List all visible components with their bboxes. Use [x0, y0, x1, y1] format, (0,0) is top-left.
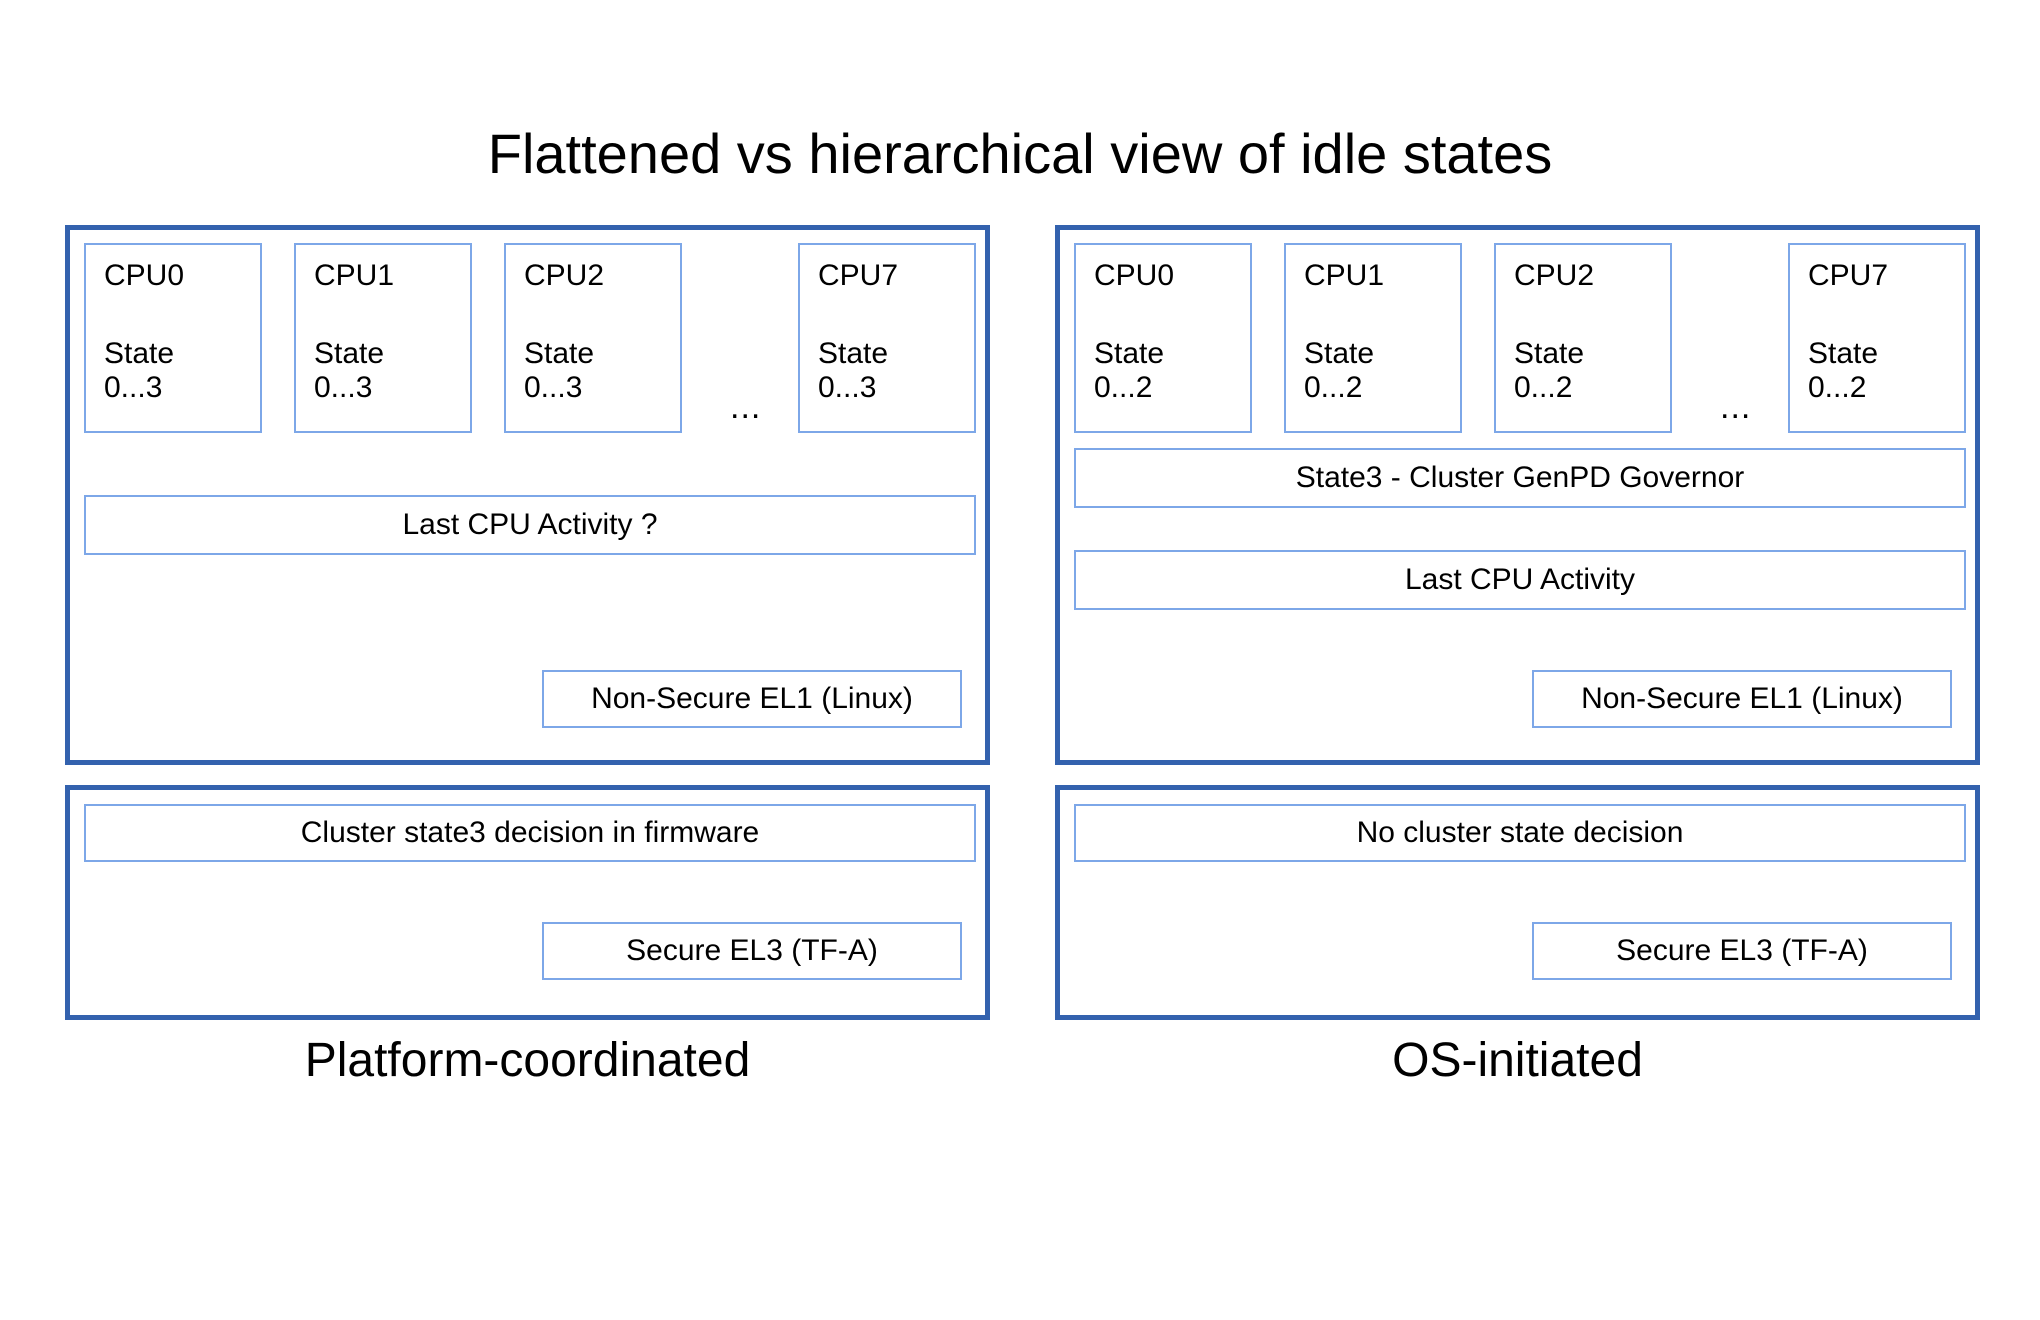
right-cluster-genpd-governor-box: State3 - Cluster GenPD Governor — [1074, 448, 1966, 508]
cpu-state-range: 0...2 — [1304, 371, 1363, 404]
cpu-state-block: State 0...2 — [1304, 337, 1460, 405]
caption-platform-coordinated: Platform-coordinated — [304, 1034, 751, 1087]
right-cpu-box-7: CPU7 State 0...2 — [1788, 243, 1966, 433]
cpu-label: CPU1 — [314, 259, 395, 292]
right-os-panel: CPU0 State 0...2 CPU1 State 0...2 CPU2 S… — [1055, 225, 1980, 765]
cpu-state-range: 0...2 — [1514, 371, 1573, 404]
right-last-cpu-activity-box: Last CPU Activity — [1074, 550, 1966, 610]
cpu-label: CPU7 — [818, 259, 899, 292]
right-firmware-panel: No cluster state decision Secure EL3 (TF… — [1055, 785, 1980, 1020]
cpu-label: CPU2 — [524, 259, 605, 292]
left-exception-level-el1-box: Non-Secure EL1 (Linux) — [542, 670, 962, 728]
cpu-state-block: State 0...3 — [104, 337, 260, 405]
cpu-state-label: State — [1094, 337, 1165, 370]
cpu-label: CPU2 — [1514, 259, 1595, 292]
cpu-state-label: State — [524, 337, 595, 370]
cpu-state-label: State — [104, 337, 175, 370]
right-cpu-box-0: CPU0 State 0...2 — [1074, 243, 1252, 433]
right-cpu-box-2: CPU2 State 0...2 — [1494, 243, 1672, 433]
cpu-state-label: State — [1808, 337, 1879, 370]
left-cpu-ellipsis: ... — [730, 388, 762, 426]
right-exception-level-el3-box: Secure EL3 (TF-A) — [1532, 922, 1952, 980]
cpu-state-range: 0...2 — [1808, 371, 1867, 404]
cpu-state-range: 0...3 — [314, 371, 373, 404]
left-cluster-decision-box: Cluster state3 decision in firmware — [84, 804, 976, 862]
cpu-state-label: State — [314, 337, 385, 370]
left-cpu-box-1: CPU1 State 0...3 — [294, 243, 472, 433]
cpu-state-block: State 0...2 — [1808, 337, 1964, 405]
cpu-label: CPU1 — [1304, 259, 1385, 292]
cpu-state-block: State 0...3 — [524, 337, 680, 405]
left-last-cpu-activity-box: Last CPU Activity ? — [84, 495, 976, 555]
cpu-label: CPU0 — [1094, 259, 1175, 292]
cpu-state-block: State 0...3 — [818, 337, 974, 405]
cpu-label: CPU7 — [1808, 259, 1889, 292]
left-cpu-box-0: CPU0 State 0...3 — [84, 243, 262, 433]
caption-os-initiated: OS-initiated — [1392, 1034, 1643, 1087]
right-cpu-ellipsis: ... — [1720, 388, 1752, 426]
left-os-panel: CPU0 State 0...3 CPU1 State 0...3 CPU2 S… — [65, 225, 990, 765]
cpu-state-block: State 0...2 — [1094, 337, 1250, 405]
cpu-state-block: State 0...2 — [1514, 337, 1670, 405]
cpu-state-label: State — [1514, 337, 1585, 370]
left-exception-level-el3-box: Secure EL3 (TF-A) — [542, 922, 962, 980]
right-cpu-box-1: CPU1 State 0...2 — [1284, 243, 1462, 433]
cpu-state-label: State — [1304, 337, 1375, 370]
cpu-state-range: 0...2 — [1094, 371, 1153, 404]
cpu-state-label: State — [818, 337, 889, 370]
right-cluster-decision-box: No cluster state decision — [1074, 804, 1966, 862]
left-cpu-box-7: CPU7 State 0...3 — [798, 243, 976, 433]
page-title: Flattened vs hierarchical view of idle s… — [487, 122, 1553, 185]
left-cpu-box-2: CPU2 State 0...3 — [504, 243, 682, 433]
left-firmware-panel: Cluster state3 decision in firmware Secu… — [65, 785, 990, 1020]
cpu-label: CPU0 — [104, 259, 185, 292]
right-exception-level-el1-box: Non-Secure EL1 (Linux) — [1532, 670, 1952, 728]
cpu-state-block: State 0...3 — [314, 337, 470, 405]
cpu-state-range: 0...3 — [104, 371, 163, 404]
cpu-state-range: 0...3 — [524, 371, 583, 404]
cpu-state-range: 0...3 — [818, 371, 877, 404]
